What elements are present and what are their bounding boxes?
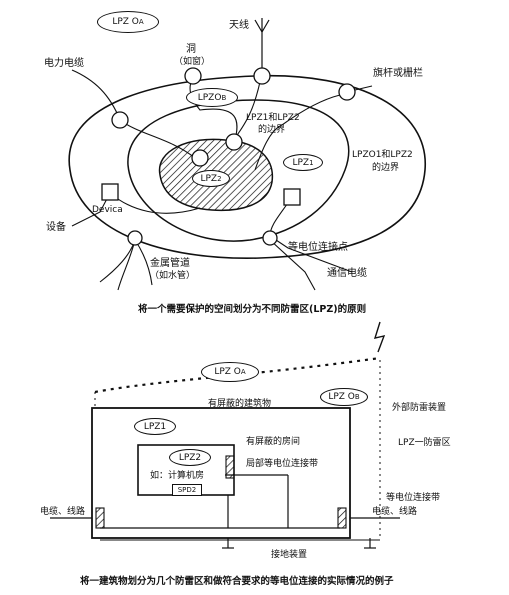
label-comm-cable: 通信电缆 xyxy=(327,268,367,279)
label-metal-pipe: 金属管道 xyxy=(150,258,190,269)
label-local-bond: 局部等电位连接带 xyxy=(246,459,319,469)
label-shielded-room: 有屏蔽的房间 xyxy=(246,437,301,447)
label-power-cable: 电力电缆 xyxy=(44,58,84,69)
antenna-icon xyxy=(254,18,270,72)
label-boundary-o1-line2: 的边界 xyxy=(372,163,400,173)
label-boundary-12-line2: 的边界 xyxy=(258,125,286,135)
device-box-right xyxy=(283,188,301,206)
node-power-entry xyxy=(111,111,129,129)
node-antenna xyxy=(253,67,271,85)
spd-right-icon xyxy=(337,507,347,529)
zone-lpz2-bottom: LPZ2 xyxy=(169,449,211,466)
label-equipotential-point: 等电位连接点 xyxy=(288,242,348,253)
label-boundary-o1-line1: LPZO1和LPZ2 xyxy=(352,150,413,160)
label-hole-note: （如窗） xyxy=(174,57,211,67)
label-shielded-building: 有屏蔽的建筑物 xyxy=(208,399,272,409)
label-computer-room: 如：计算机房 xyxy=(150,471,205,481)
zone-lpz1-bottom: LPZ1 xyxy=(134,418,176,435)
label-cable-left: 电缆、线路 xyxy=(40,507,86,517)
label-boundary-12-line1: LPZ1和LPZ2 xyxy=(246,113,300,123)
shielded-building-outline xyxy=(91,407,351,539)
external-protection-dotted-line xyxy=(94,356,381,394)
node-pipe-entry xyxy=(127,230,143,246)
label-grounding: 接地装置 xyxy=(271,550,308,560)
label-device: Devica xyxy=(92,205,123,215)
label-equipotential-band: 等电位连接带 xyxy=(386,493,441,503)
label-lpz-boundary: LPZ一防雷区 xyxy=(398,438,451,448)
label-equipment: 设备 xyxy=(46,222,66,233)
label-hole: 洞 xyxy=(186,44,196,55)
spd-left-icon xyxy=(95,507,105,529)
spd-room-icon xyxy=(225,455,235,479)
node-lpz2-a xyxy=(191,149,209,167)
label-antenna: 天线 xyxy=(229,20,249,31)
caption-bottom: 将一建筑物划分为几个防雷区和做符合要求的等电位连接的实际情况的例子 xyxy=(80,576,394,587)
node-lpz2-b xyxy=(225,133,243,151)
device-box-left xyxy=(101,183,119,201)
lightning-bolt-icon xyxy=(373,321,386,353)
spd2-box: SPD2 xyxy=(172,484,202,496)
label-flagpole: 旗杆或栅栏 xyxy=(373,68,423,79)
lpz-ob-outer-boundary xyxy=(68,74,426,259)
node-hole xyxy=(184,67,202,85)
label-cable-right: 电缆、线路 xyxy=(372,507,418,517)
node-flagpole xyxy=(338,83,356,101)
lpz1-boundary xyxy=(127,99,350,242)
label-external-protection: 外部防雷装置 xyxy=(392,403,447,413)
node-equipotential xyxy=(262,230,278,246)
label-metal-pipe-note: （如水管） xyxy=(150,271,196,281)
caption-top: 将一个需要保护的空间划分为不同防雷区(LPZ)的原则 xyxy=(138,304,367,315)
